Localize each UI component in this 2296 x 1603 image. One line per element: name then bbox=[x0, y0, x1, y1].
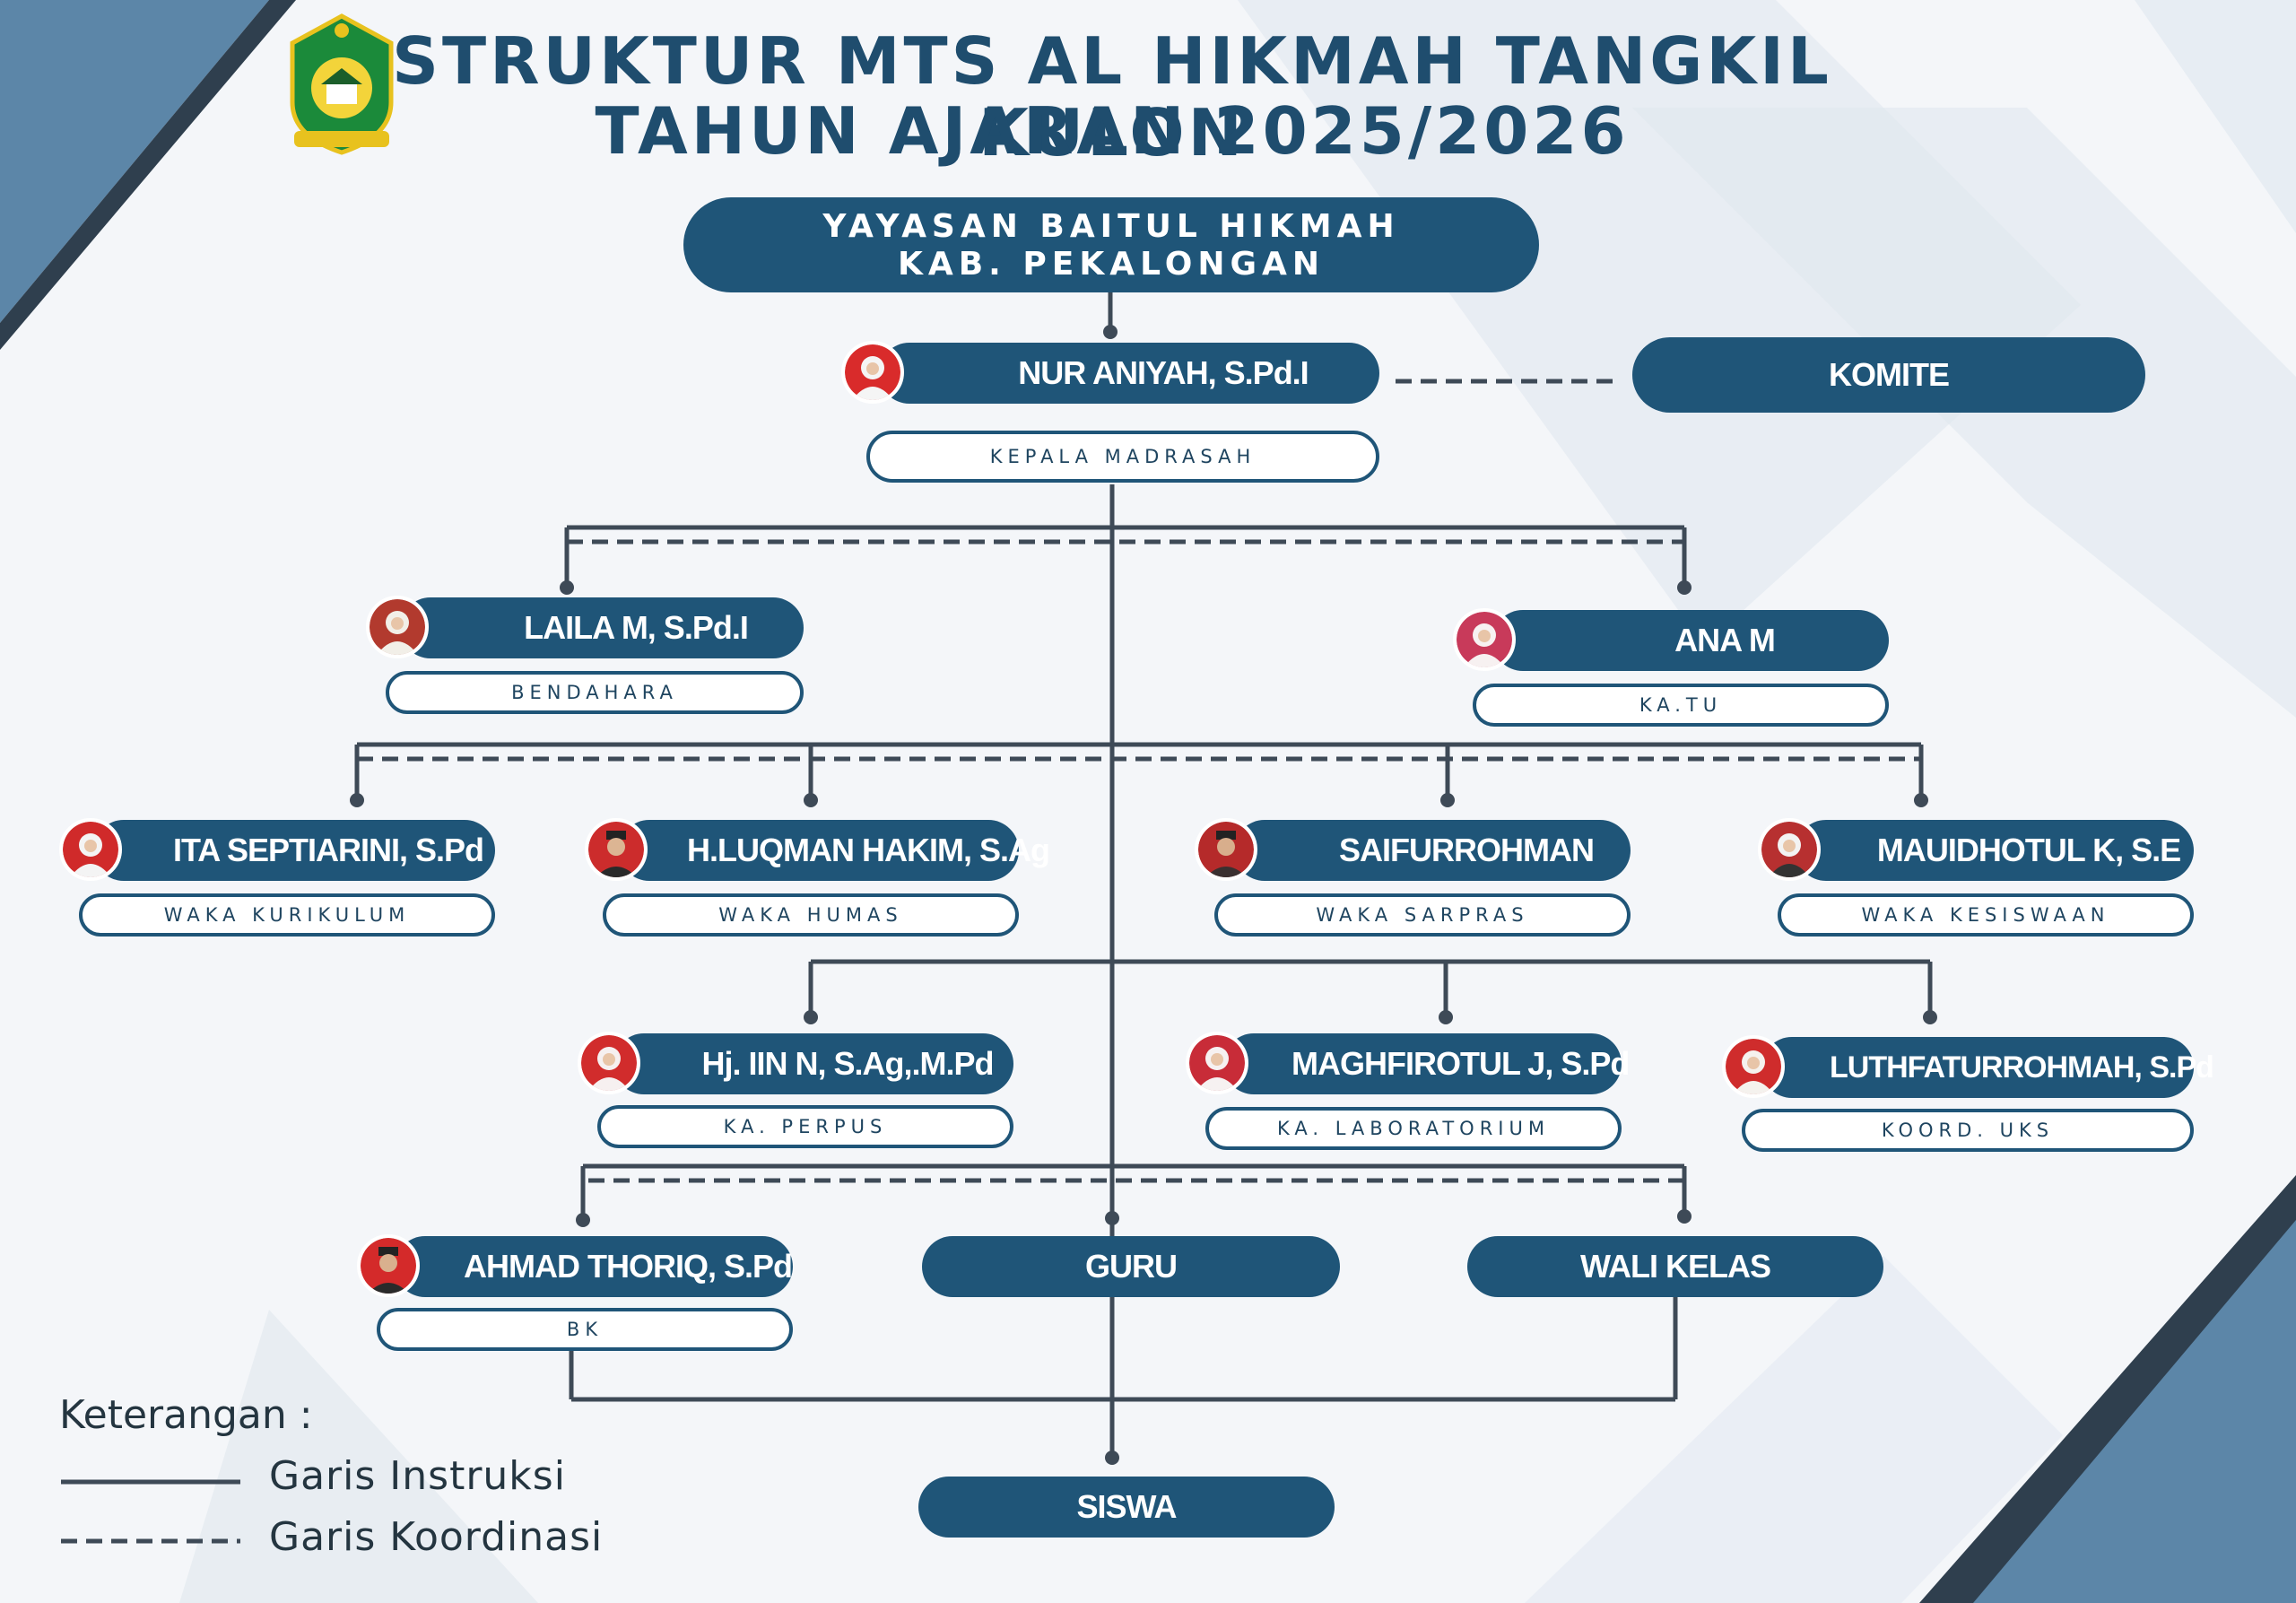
vice-facilities-avatar bbox=[1195, 818, 1257, 881]
head-name: NUR ANIYAH, S.Pd.I bbox=[1018, 354, 1309, 391]
vice-curriculum-name-node: ITA SEPTIARINI, S.Pd bbox=[93, 820, 495, 881]
treasurer-avatar bbox=[366, 596, 429, 658]
counselor-name: AHMAD THORIQ, S.Pd bbox=[464, 1248, 793, 1285]
counselor-avatar bbox=[357, 1234, 420, 1297]
library-head-avatar bbox=[578, 1032, 640, 1094]
health-unit-coordinator-role: KOORD. UKS bbox=[1742, 1109, 2194, 1152]
head-avatar bbox=[841, 341, 904, 404]
madrasah-emblem-icon bbox=[285, 13, 398, 156]
foundation-region: KAB. PEKALONGAN bbox=[897, 246, 1326, 283]
counselor-name-node: AHMAD THORIQ, S.Pd bbox=[395, 1236, 793, 1297]
health-unit-coordinator-avatar bbox=[1722, 1035, 1785, 1098]
vice-facilities-name-node: SAIFURROHMAN bbox=[1234, 820, 1631, 881]
library-head-name-node: Hj. IIN N, S.Ag,.M.Pd bbox=[613, 1033, 1013, 1094]
vice-student-affairs-avatar bbox=[1758, 818, 1821, 881]
vice-student-affairs-name: MAUIDHOTUL K, S.E bbox=[1876, 832, 2181, 868]
counselor-role: BK bbox=[377, 1308, 793, 1351]
vice-public-relations-name: H.LUQMAN HAKIM, S.Ag bbox=[687, 832, 1050, 868]
treasurer-role: BENDAHARA bbox=[386, 671, 804, 714]
vice-curriculum-avatar bbox=[59, 818, 122, 881]
vice-facilities-name: SAIFURROHMAN bbox=[1339, 832, 1595, 868]
foundation-node: YAYASAN BAITUL HIKMAH KAB. PEKALONGAN bbox=[683, 197, 1539, 292]
vice-student-affairs-name-node: MAUIDHOTUL K, S.E bbox=[1796, 820, 2194, 881]
students-node: SISWA bbox=[918, 1477, 1335, 1538]
legend-solid-label: Garis Instruksi bbox=[269, 1453, 566, 1499]
admin-name: ANA M bbox=[1674, 622, 1776, 658]
chart-title-line1: STRUKTUR MTS AL HIKMAH TANGKIL KULON bbox=[392, 23, 1832, 170]
treasurer-name: LAILA M, S.Pd.I bbox=[524, 609, 749, 646]
vice-public-relations-avatar bbox=[585, 818, 648, 881]
vice-facilities-role: WAKA SARPRAS bbox=[1214, 893, 1631, 937]
laboratory-head-name-node: MAGHFIROTUL J, S.Pd bbox=[1223, 1033, 1630, 1094]
library-head-role: KA. PERPUS bbox=[597, 1105, 1013, 1148]
health-unit-coordinator-name-node: LUTHFATURROHMAH, S.Pd bbox=[1761, 1037, 2214, 1098]
teachers-node: GURU bbox=[922, 1236, 1340, 1297]
vice-student-affairs-role: WAKA KESISWAAN bbox=[1778, 893, 2194, 937]
admin-role: KA.TU bbox=[1473, 684, 1889, 727]
health-unit-coordinator-name: LUTHFATURROHMAH, S.Pd bbox=[1830, 1050, 2214, 1085]
vice-curriculum-name: ITA SEPTIARINI, S.Pd bbox=[172, 832, 484, 868]
homeroom-teachers-node: WALI KELAS bbox=[1467, 1236, 1883, 1297]
vice-public-relations-name-node: H.LUQMAN HAKIM, S.Ag bbox=[619, 820, 1050, 881]
admin-name-node: ANA M bbox=[1492, 610, 1889, 671]
laboratory-head-role: KA. LABORATORIUM bbox=[1205, 1107, 1622, 1150]
library-head-name: Hj. IIN N, S.Ag,.M.Pd bbox=[701, 1045, 994, 1082]
admin-avatar bbox=[1453, 608, 1516, 671]
foundation-name: YAYASAN BAITUL HIKMAH bbox=[822, 208, 1400, 245]
legend-title: Keterangan : bbox=[59, 1392, 313, 1438]
head-name-node: NUR ANIYAH, S.Pd.I bbox=[879, 343, 1379, 404]
laboratory-head-name: MAGHFIROTUL J, S.Pd bbox=[1292, 1045, 1630, 1082]
vice-public-relations-role: WAKA HUMAS bbox=[603, 893, 1019, 937]
committee-node: KOMITE bbox=[1632, 337, 2145, 413]
legend-dashed-label: Garis Koordinasi bbox=[269, 1514, 604, 1560]
chart-title-line2: TAHUN AJARAN 2025/2026 bbox=[595, 93, 1630, 169]
treasurer-name-node: LAILA M, S.Pd.I bbox=[400, 597, 804, 658]
laboratory-head-avatar bbox=[1186, 1032, 1248, 1094]
head-role: KEPALA MADRASAH bbox=[866, 431, 1379, 483]
connector-dots bbox=[350, 325, 1937, 1465]
vice-curriculum-role: WAKA KURIKULUM bbox=[79, 893, 495, 937]
coordination-lines bbox=[61, 379, 1921, 1544]
